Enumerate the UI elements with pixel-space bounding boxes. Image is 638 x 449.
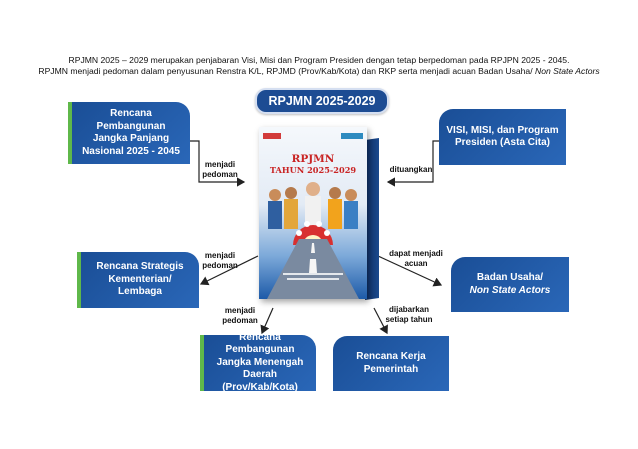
label-rpjpn: menjadi pedoman: [202, 160, 238, 179]
title-pill: RPJMN 2025-2029: [255, 88, 389, 114]
book-title-line-1: RPJMN: [291, 153, 335, 165]
book-road-illustration: [267, 239, 359, 299]
book-logo-right: [341, 133, 363, 139]
box-badan-usaha-main: Badan Usaha/: [476, 272, 544, 283]
book-logo-left: [263, 133, 281, 139]
arrow-rkp: [373, 307, 388, 335]
intro-line-2-main: RPJMN menjadi pedoman dalam penyusunan R…: [38, 66, 533, 76]
box-rpjmd: Rencana Pembangunan Jangka Menengah Daer…: [200, 332, 316, 393]
label-renstra: menjadi pedoman: [202, 251, 238, 270]
arrow-renstra: [199, 255, 259, 286]
box-visi-misi: VISI, MISI, dan Program Presiden (Asta C…: [439, 109, 566, 165]
book-cover-image: RPJMN TAHUN 2025-2029: [259, 127, 367, 299]
book-people-illustration: [268, 182, 358, 229]
arrow-visi: [386, 140, 439, 187]
label-visi: dituangkan: [389, 165, 433, 174]
box-badan-usaha: Badan Usaha/ Non State Actors: [451, 257, 569, 312]
label-rpjmd: menjadi pedoman: [222, 306, 258, 325]
book-title-line-2: TAHUN 2025-2029: [269, 165, 357, 175]
label-rkp: dijabarkan setiap tahun: [385, 305, 433, 324]
arrow-badan: [377, 255, 443, 287]
box-rpjpn: Rencana Pembangunan Jangka Panjang Nasio…: [68, 102, 190, 164]
intro-line-2: RPJMN menjadi pedoman dalam penyusunan R…: [0, 66, 638, 78]
book-fine-text-2: [287, 278, 339, 280]
intro-line-2-italic: Non State Actors: [532, 66, 600, 76]
box-rkp: Rencana Kerja Pemerintah: [333, 336, 449, 391]
book-spine: [365, 138, 379, 300]
box-renstra: Rencana Strategis Kementerian/ Lembaga: [77, 252, 199, 308]
intro-line-1: RPJMN 2025 – 2029 merupakan penjabaran V…: [68, 55, 570, 65]
book-fine-text-1: [283, 273, 343, 275]
label-badan: dapat menjadi acuan: [389, 249, 443, 268]
box-badan-usaha-italic: Non State Actors: [469, 284, 551, 296]
arrow-rpjmd: [260, 307, 274, 335]
arrow-rpjpn: [190, 140, 246, 187]
